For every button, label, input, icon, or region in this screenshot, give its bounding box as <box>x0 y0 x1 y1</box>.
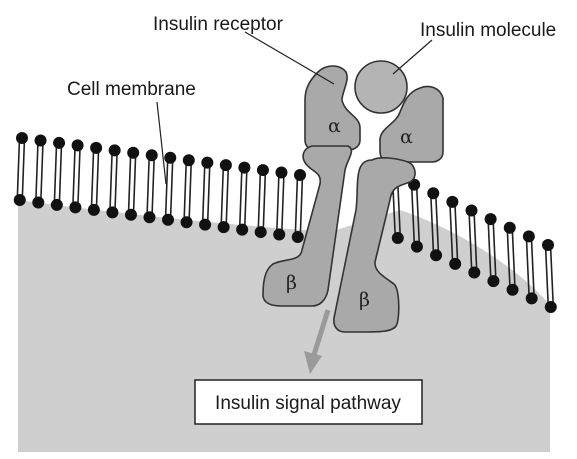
lipid-head <box>143 211 156 224</box>
lipid-head <box>503 221 516 234</box>
lipid-head <box>71 139 84 152</box>
signal-pathway-box <box>194 379 423 425</box>
lipid-head <box>53 136 66 149</box>
lipid-head <box>544 301 557 313</box>
lipid-tail <box>275 172 285 235</box>
molecule-leader-line <box>392 39 433 75</box>
lipid-head <box>410 240 423 253</box>
lipid-head <box>391 232 404 244</box>
lipid-head <box>525 292 538 305</box>
lipid-tail <box>468 210 478 273</box>
lipid-head <box>199 218 212 231</box>
alpha-left-label: α <box>328 115 341 137</box>
cell-membrane-label: Cell membrane <box>67 79 196 100</box>
receptor-leader-line <box>244 31 335 85</box>
beta-subunit-left <box>262 145 353 307</box>
lipid-tail <box>16 137 26 201</box>
lipid-head <box>275 166 288 179</box>
lipid-head <box>145 149 158 162</box>
beta-subunit-right <box>333 157 416 333</box>
lipid-tail <box>294 174 304 238</box>
lipid-head <box>238 161 251 174</box>
membrane-leader-line <box>156 101 167 185</box>
lipid-tail <box>257 170 267 233</box>
lipid-head <box>427 187 440 200</box>
lipid-tail <box>127 152 137 215</box>
lipid-head <box>236 223 249 236</box>
lipid-head <box>449 257 462 270</box>
lipid-tail <box>449 201 459 264</box>
cell-membrane-bilayer <box>13 132 557 313</box>
lipid-tail <box>487 219 497 282</box>
lipid-head <box>256 164 269 177</box>
lipid-head <box>468 266 481 279</box>
lipid-head <box>506 283 519 296</box>
lipid-head <box>164 151 177 164</box>
beta-left-label: β <box>286 272 297 294</box>
lipid-tail <box>201 162 211 225</box>
lipid-tail <box>429 193 440 256</box>
lipid-head <box>254 226 267 239</box>
lipid-head <box>34 134 47 147</box>
lipid-head <box>90 141 103 154</box>
lipid-tail <box>34 140 44 203</box>
insulin-molecule <box>354 60 408 114</box>
lipid-head <box>180 216 193 229</box>
lipid-head <box>69 201 82 214</box>
lipid-head <box>273 228 286 241</box>
lipid-tail <box>183 160 193 223</box>
lipid-head <box>542 239 554 251</box>
insulin-receptor-label: Insulin receptor <box>153 14 284 35</box>
lipid-head <box>106 206 119 219</box>
lipid-head <box>201 156 214 169</box>
lipid-head <box>32 196 45 209</box>
alpha-subunit-left <box>304 65 361 151</box>
lipid-head <box>13 194 26 206</box>
lipid-tail <box>146 155 156 218</box>
insulin-molecule-label: Insulin molecule <box>420 20 556 41</box>
lipid-head <box>291 231 304 243</box>
lipid-tail <box>238 167 248 230</box>
alpha-right-label: α <box>400 126 413 148</box>
lipid-head <box>465 204 478 217</box>
lipid-tail <box>410 184 421 247</box>
lipid-head <box>182 154 195 167</box>
signal-arrow-head <box>304 351 322 374</box>
lipid-head <box>50 198 63 211</box>
lipid-head <box>446 195 459 208</box>
lipid-tail <box>53 142 63 205</box>
lipid-tail <box>525 236 535 299</box>
lipid-head <box>430 249 443 262</box>
lipid-tail <box>90 147 100 210</box>
lipid-tail <box>506 227 516 290</box>
signal-arrow-shaft <box>310 309 331 359</box>
lipid-tail <box>544 244 555 308</box>
lipid-head <box>108 144 121 157</box>
lipid-head <box>522 230 535 243</box>
signal-pathway-label: Insulin signal pathway <box>215 393 401 414</box>
lipid-head <box>487 275 500 288</box>
lipid-tail <box>164 157 174 220</box>
lipid-head <box>219 159 232 172</box>
lipid-tail <box>109 150 118 213</box>
lipid-head <box>294 169 306 181</box>
lipid-head <box>162 213 175 226</box>
beta-right-label: β <box>359 289 370 311</box>
lipid-head <box>484 213 497 226</box>
lipid-tail <box>72 145 81 208</box>
lipid-head <box>124 208 137 221</box>
lipid-head <box>127 146 140 159</box>
lipid-head <box>16 132 28 144</box>
lipid-head <box>87 203 100 216</box>
lipid-head <box>217 221 230 234</box>
lipid-tail <box>220 165 230 228</box>
